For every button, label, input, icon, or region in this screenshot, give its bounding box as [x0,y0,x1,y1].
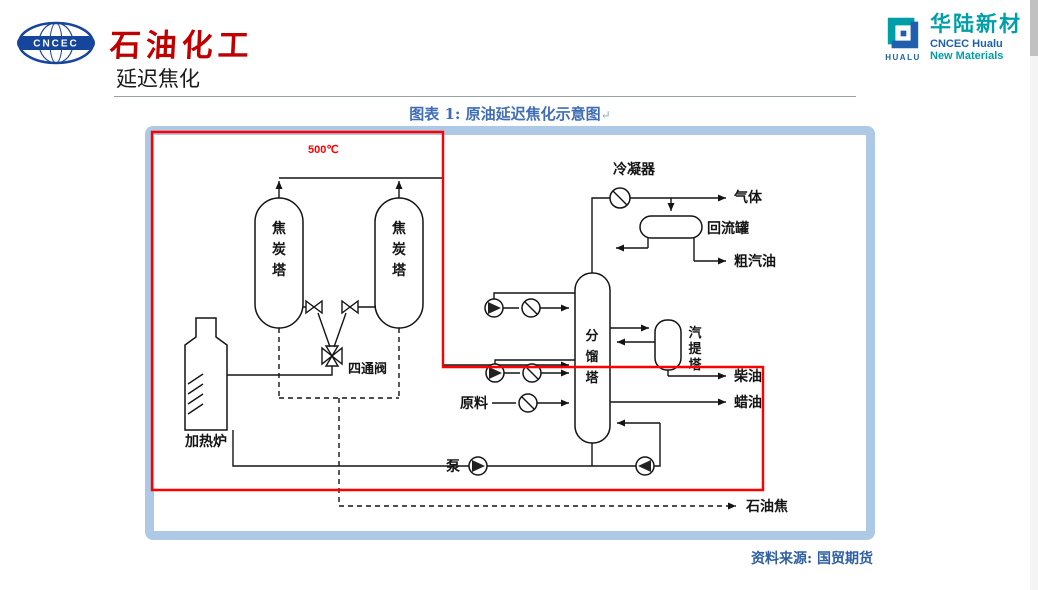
coke-tower1-label-1: 焦 [271,220,286,237]
gas-label: 气体 [733,189,763,206]
decoking-dashed-pipes [278,328,400,506]
furnace-label: 加热炉 [184,433,227,450]
coke-tower2-label-1: 焦 [391,220,406,237]
scrollbar-track[interactable] [1030,0,1038,590]
coke-tower2-label-3: 塔 [392,262,407,279]
fractionator-label-1: 分 [585,328,598,344]
figure-caption: 图表 1: 原油延迟焦化示意图↵ [145,103,875,124]
pump-recycle-icon [468,456,488,476]
reflux-drum-label: 回流罐 [707,220,749,237]
process-flow-diagram: 加热炉 焦 炭 塔 焦 炭 塔 四通阀 分 馏 塔 汽 提 塔 冷凝器 回流罐 … [184,161,788,515]
coke-tower1-label-3: 塔 [272,262,287,279]
hualu-wordmark: 华陆新材 CNCEC Hualu New Materials [930,13,1022,62]
petroleum-coke-label: 石油焦 [745,498,788,515]
pump-upper-pumparound-icon [484,298,504,318]
four-way-valve-icon [321,345,343,367]
hualu-logo: HUALU 华陆新材 CNCEC Hualu New Materials [884,13,1022,62]
stripper-shape [654,319,682,371]
hualu-icon-caption: HUALU [885,53,921,62]
exchanger-lower-icon [522,363,542,383]
heating-furnace-shape [184,317,228,431]
pump-bottoms-icon [635,456,655,476]
diesel-label: 柴油 [733,368,762,385]
hualu-icon-block: HUALU [884,14,922,62]
hualu-en-subtitle: New Materials [930,49,1004,62]
coke-tower2-label-2: 炭 [392,241,406,258]
stripper-label-2: 提 [688,341,702,357]
title-divider [114,96,856,97]
reflux-drum-shape [639,215,703,239]
condenser-label: 冷凝器 [613,161,656,178]
scrollbar-thumb[interactable] [1030,0,1038,56]
valve-1-icon [305,299,323,315]
wax-oil-label: 蜡油 [734,394,762,411]
paragraph-mark: ↵ [600,108,611,122]
hualu-en-name: CNCEC Hualu [930,37,1003,50]
stripper-label-3: 塔 [688,357,702,373]
cncec-emblem-text: CNCEC [33,38,79,49]
page-title: 延迟焦化 [116,68,200,91]
cncec-logo: CNCEC 石油化工 [16,20,255,65]
pump-lower-pumparound-icon [485,363,505,383]
hualu-bracket-icon [887,17,919,49]
source-note: 资料来源: 国贸期货 [750,551,873,567]
fractionator-label-3: 塔 [585,370,599,386]
hualu-cn-name: 华陆新材 [930,13,1022,36]
exchanger-feed-icon [518,393,538,413]
stripper-label-1: 汽 [688,325,701,341]
cncec-emblem-icon: CNCEC [17,21,95,64]
coke-tower1-label-2: 炭 [272,241,286,258]
valve-2-icon [341,299,359,315]
exchanger-upper-icon [521,298,541,318]
figure-frame: 加热炉 焦 炭 塔 焦 炭 塔 四通阀 分 馏 塔 汽 提 塔 冷凝器 回流罐 … [145,126,875,540]
brand-calligraphy-text: 石油化工 [108,28,255,64]
pump-label: 泵 [446,459,460,475]
condenser-icon [609,187,631,209]
figure-caption-text: 图表 1: 原油延迟焦化示意图 [409,105,601,123]
crude-gasoline-label: 粗汽油 [734,253,776,270]
four-way-valve-label: 四通阀 [348,361,387,377]
fractionator-label-2: 馏 [584,349,598,365]
feed-label: 原料 [460,395,488,412]
